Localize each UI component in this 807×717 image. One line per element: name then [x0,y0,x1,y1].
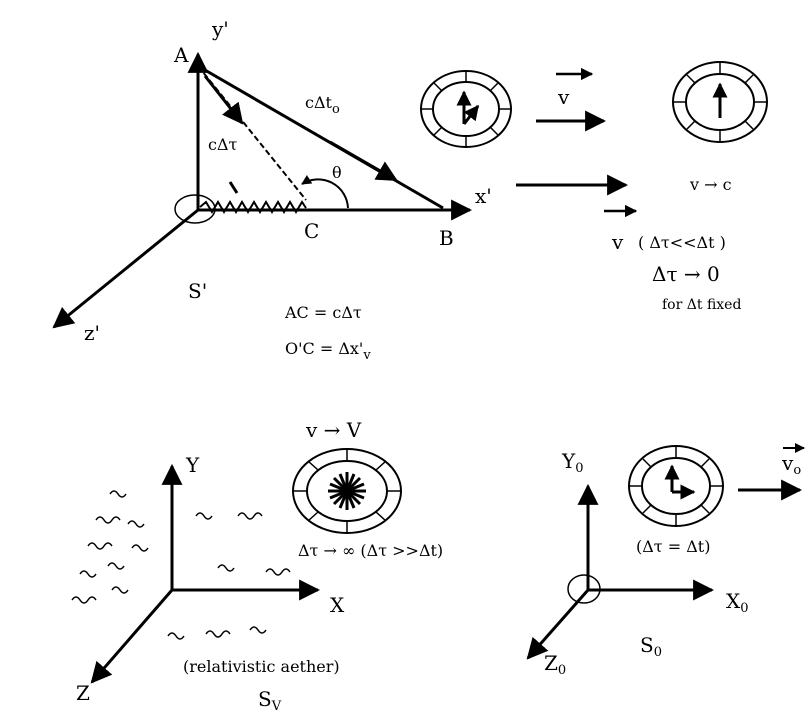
angle-arc [301,174,349,209]
origin-circle [174,194,216,224]
v0-label: vo [781,451,801,478]
z-axis-label: Z [76,681,90,705]
top-right-clocks: v v → c v ( Δτ<<Δt ) Δτ → 0 for Δt fixed [420,61,768,313]
dt-infinity-label: Δτ → ∞ (Δτ >>Δt) [298,541,443,560]
hypotenuse-ab [197,64,444,210]
v-limit-V-label: v → V [305,418,362,442]
point-a-label: A [173,43,189,67]
clock-rest [628,445,724,527]
v-limit-c-label: v → c [689,175,732,194]
angle-label: θ [332,163,342,182]
point-b-label: B [439,226,454,250]
hyp-label: cΔto [305,93,340,117]
equation-oc: O'C = Δx'v [285,339,371,363]
z0-label: Z0 [544,651,566,678]
v-label-1: v [557,85,570,109]
tick-mark [228,181,239,194]
spinning-hands [328,472,366,510]
equation-ac: AC = cΔτ [284,303,362,322]
top-frame-diagram: A y' cΔto cΔτ θ x' C B S' z' AC = cΔτ O'… [52,17,492,363]
frame-sv-label: SV [258,687,282,714]
x-prime-label: x' [475,184,492,208]
point-c-label: C [304,219,319,243]
x-axis-label: X [330,593,345,617]
bottom-right-frame: Y0 X0 Z0 S0 (Δτ = Δt) vo [526,443,805,678]
y-axis-label: Y [185,453,200,477]
dt-equal-label: (Δτ = Δt) [636,537,710,556]
dt-limit-zero-label: Δτ → 0 [652,262,720,286]
clock-at-c [672,61,768,143]
aether-note: (relativistic aether) [183,657,340,676]
clock-aether [292,448,402,534]
clock-moving [420,70,512,148]
frame-s-prime-label: S' [188,279,207,303]
y-prime-label: y' [211,17,229,41]
hyp-arrow [329,140,398,182]
dt-relation-label: ( Δτ<<Δt ) [638,233,726,252]
ac-arrow [203,75,244,125]
oc-zigzag [199,200,307,214]
v-label-2: v [611,230,624,254]
y0-label: Y0 [561,449,583,476]
dt-fixed-note: for Δt fixed [662,297,741,313]
frame-s0-label: S0 [640,633,662,660]
z-axis [90,589,174,684]
bottom-left-frame: Y X Z v → V [71,418,443,714]
z-prime-label: z' [84,321,100,345]
z0-axis [526,589,590,660]
z-prime-axis [52,208,199,329]
origin0-circle [567,574,601,604]
aether-waves [71,490,291,640]
x0-label: X0 [726,589,749,616]
ac-label: cΔτ [208,135,238,154]
